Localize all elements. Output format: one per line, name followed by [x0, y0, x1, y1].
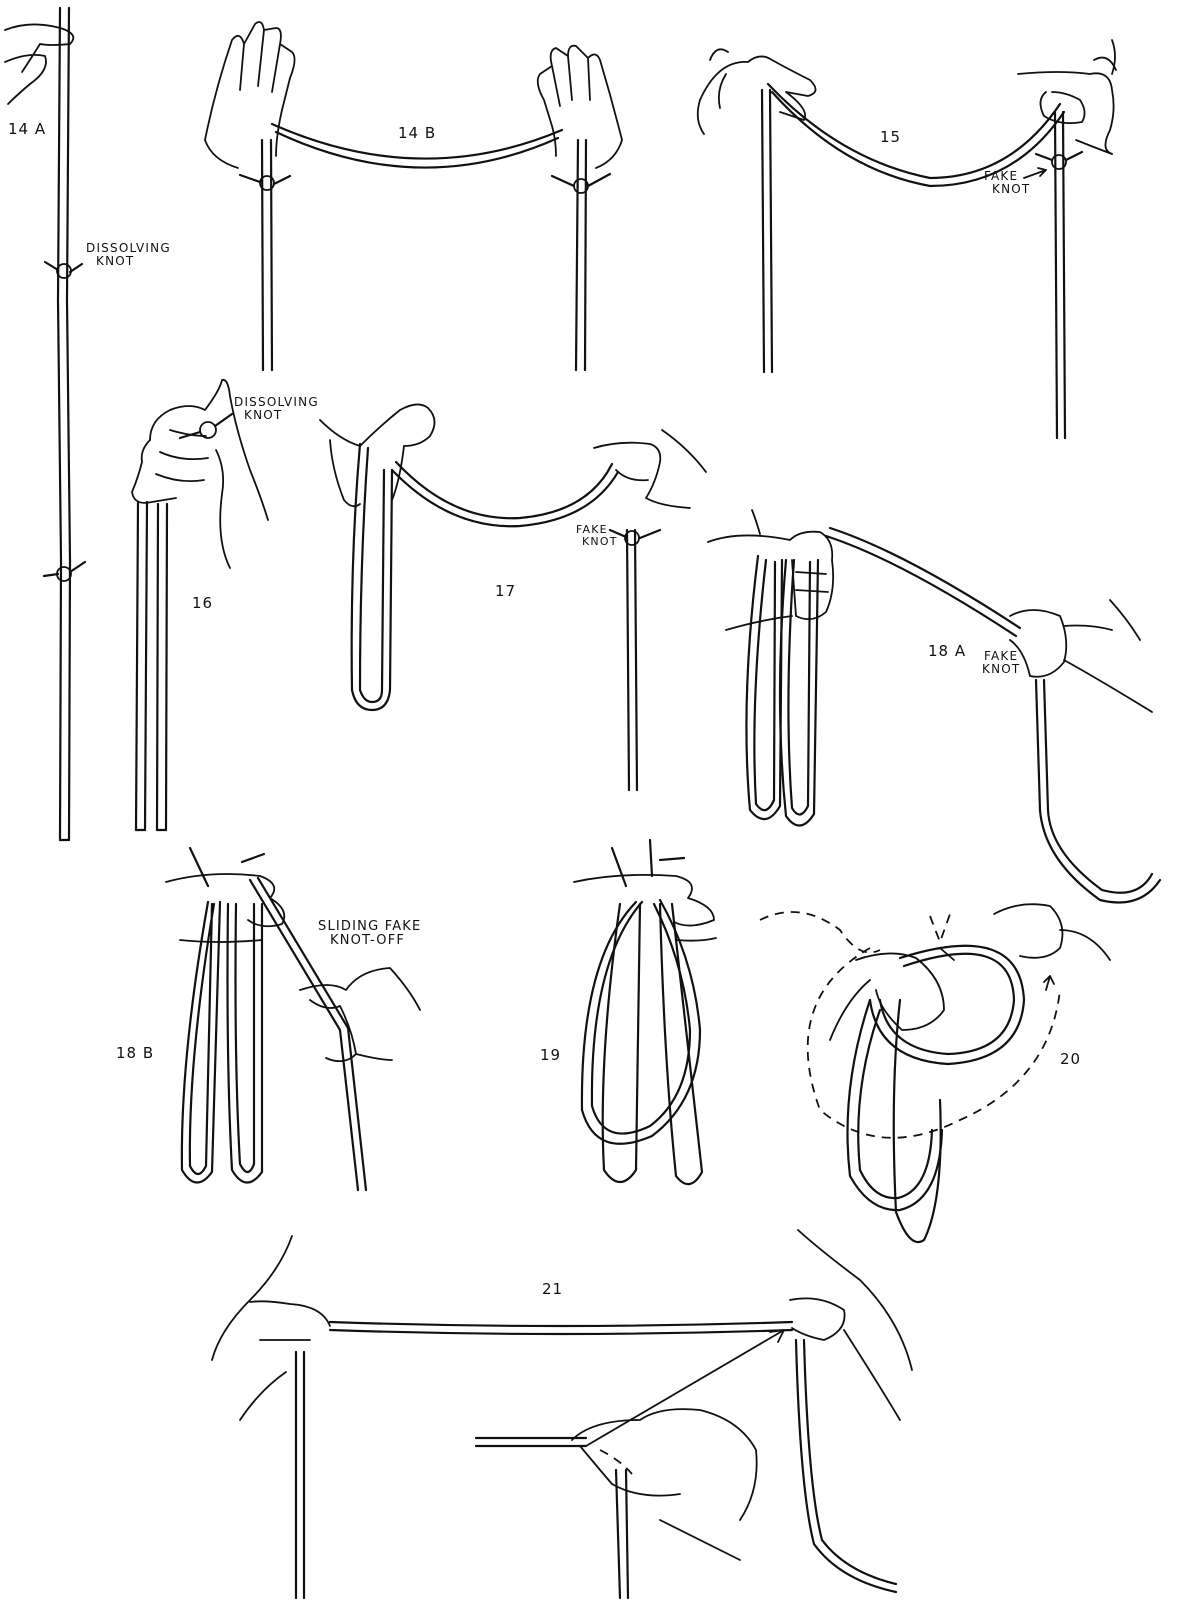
right-hand-drawing — [594, 430, 706, 508]
figure-label-14a: 14 A — [8, 122, 46, 137]
figure-18a-drawing — [708, 510, 1160, 903]
figure-label-18a: 18 A — [928, 644, 966, 659]
annotation-line: DISSOLVING — [86, 242, 171, 255]
annotation-line: KNOT-OFF — [330, 934, 421, 948]
right-hand-drawing — [994, 904, 1110, 960]
annotation-fake-knot: FAKE KNOT — [984, 170, 1030, 195]
figure-label-19: 19 — [540, 1048, 561, 1063]
left-hand-drawing — [212, 1236, 330, 1420]
figure-label-20: 20 — [1060, 1052, 1081, 1067]
right-hand-drawing — [790, 1230, 912, 1420]
left-hand-drawing — [830, 953, 944, 1040]
annotation-line: KNOT — [582, 536, 618, 548]
annotation-line: DISSOLVING — [234, 396, 319, 409]
knot-marker — [44, 562, 85, 581]
figure-label-16: 16 — [192, 596, 213, 611]
annotation-line: SLIDING FAKE — [318, 920, 421, 934]
figure-18b-drawing — [166, 848, 420, 1190]
figure-20-drawing — [760, 904, 1110, 1242]
figure-label-18b: 18 B — [116, 1046, 154, 1061]
figure-14b-drawing — [205, 22, 622, 370]
left-fist-drawing — [708, 510, 833, 630]
dissolving-knot-marker — [45, 262, 82, 278]
right-hand-drawing — [538, 46, 622, 168]
annotation-dissolving-knot: DISSOLVING KNOT — [234, 396, 319, 421]
right-hand-drawing — [300, 968, 420, 1061]
figure-label-21: 21 — [542, 1282, 563, 1297]
annotation-line: FAKE — [576, 524, 618, 536]
figure-15-drawing — [698, 40, 1116, 438]
right-hand-drawing — [1010, 600, 1152, 712]
left-hand-drawing — [320, 404, 435, 506]
annotation-sliding-fake-knot-off: SLIDING FAKE KNOT-OFF — [318, 920, 421, 947]
fist-drawing — [574, 875, 716, 941]
annotation-line: KNOT — [982, 663, 1020, 676]
left-hand-drawing — [205, 22, 295, 168]
annotation-dissolving-knot: DISSOLVING KNOT — [86, 242, 171, 267]
annotation-fake-knot: FAKE KNOT — [576, 524, 618, 547]
annotation-fake-knot: FAKE KNOT — [984, 650, 1020, 675]
bottom-hand-drawing — [572, 1409, 757, 1560]
figure-label-17: 17 — [495, 584, 516, 599]
annotation-line: FAKE — [984, 650, 1020, 663]
annotation-line: FAKE — [984, 170, 1030, 183]
figure-19-drawing — [574, 840, 716, 1184]
figure-label-15: 15 — [880, 130, 901, 145]
left-hand-drawing — [698, 49, 816, 134]
annotation-line: KNOT — [992, 183, 1030, 196]
figure-label-14b: 14 B — [398, 126, 436, 141]
hand-drawing — [5, 24, 73, 104]
annotation-line: KNOT — [96, 255, 171, 268]
annotation-line: KNOT — [244, 409, 319, 422]
